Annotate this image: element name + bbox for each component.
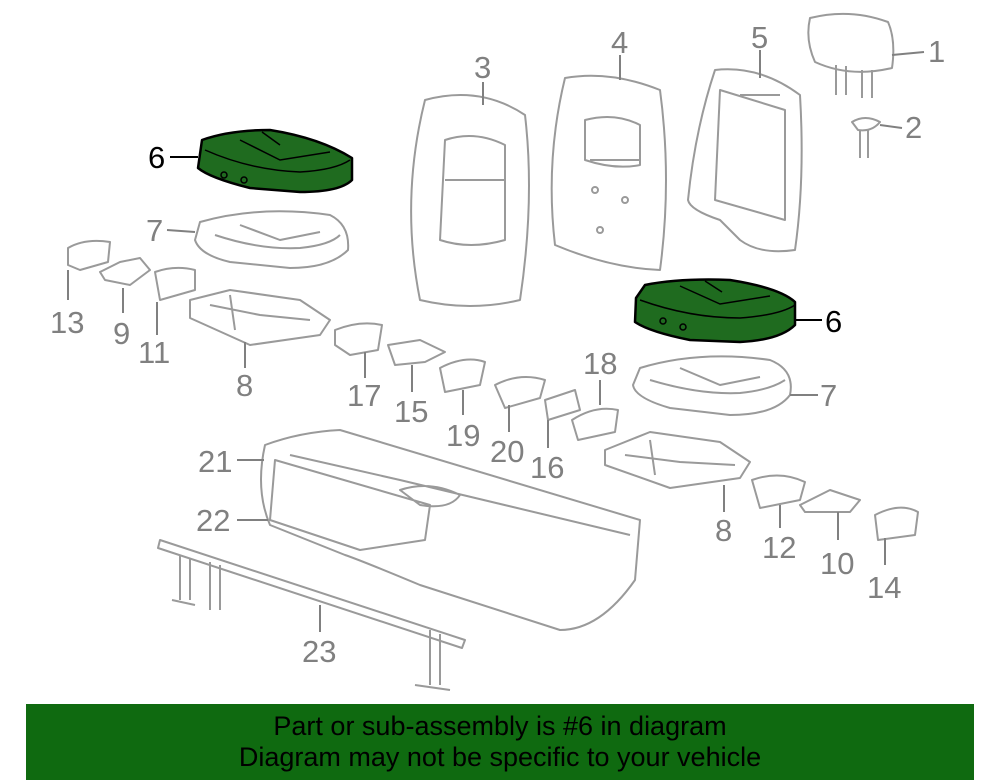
part-12 <box>751 474 806 509</box>
part-3-seat-back <box>410 94 530 307</box>
callout-1: 1 <box>928 34 946 69</box>
part-21-seat-base <box>260 429 641 631</box>
part-13 <box>67 239 111 271</box>
part-7-cushion-frame-right <box>632 355 792 416</box>
callout-19: 19 <box>446 418 481 453</box>
callout-7-left: 7 <box>146 213 164 248</box>
part-19 <box>439 358 486 393</box>
callout-4: 4 <box>611 25 629 60</box>
info-banner: Part or sub-assembly is #6 in diagram Di… <box>26 704 974 780</box>
part-5-back-panel <box>687 68 803 253</box>
callout-3: 3 <box>474 50 492 85</box>
banner-line-1: Part or sub-assembly is #6 in diagram <box>273 711 727 741</box>
callout-15: 15 <box>394 394 429 429</box>
callout-10: 10 <box>820 546 855 581</box>
part-18 <box>571 407 619 441</box>
callout-22: 22 <box>196 503 231 538</box>
part-15 <box>387 339 446 366</box>
callout-21: 21 <box>198 444 233 479</box>
callout-14: 14 <box>867 570 902 605</box>
part-23-rail <box>157 539 466 691</box>
callout-6-left: 6 <box>148 140 166 175</box>
callout-8-left: 8 <box>236 368 254 403</box>
callout-2: 2 <box>905 110 923 145</box>
callout-23: 23 <box>302 634 337 669</box>
part-20 <box>494 375 546 409</box>
callout-6-right: 6 <box>825 304 843 339</box>
callout-17: 17 <box>347 378 382 413</box>
callout-5: 5 <box>751 20 769 55</box>
part-1-headrest <box>807 12 895 98</box>
part-8-seat-pan-left <box>189 289 331 346</box>
callout-8-right: 8 <box>715 513 733 548</box>
part-9 <box>99 257 151 286</box>
callout-13: 13 <box>50 305 85 340</box>
callout-9: 9 <box>113 316 131 351</box>
part-14 <box>874 506 919 541</box>
part-4-seat-back-frame <box>550 74 667 271</box>
callout-arrows <box>67 50 925 632</box>
part-2-guide <box>851 117 881 158</box>
part-8-seat-pan-right <box>604 431 751 489</box>
small-brackets <box>67 239 919 541</box>
part-6-cushion-left <box>196 128 354 194</box>
callout-11: 11 <box>138 335 171 370</box>
callout-18: 18 <box>583 346 618 381</box>
part-10 <box>799 489 861 513</box>
part-17 <box>334 322 383 356</box>
callout-7-right: 7 <box>820 378 838 413</box>
part-16 <box>544 389 581 421</box>
part-11 <box>154 266 196 301</box>
callout-12: 12 <box>762 530 797 565</box>
callout-16: 16 <box>530 450 565 485</box>
part-7-cushion-frame-left <box>194 210 350 269</box>
part-6-cushion-right <box>633 278 797 344</box>
callout-20: 20 <box>490 434 525 469</box>
banner-line-2: Diagram may not be specific to your vehi… <box>238 742 762 772</box>
